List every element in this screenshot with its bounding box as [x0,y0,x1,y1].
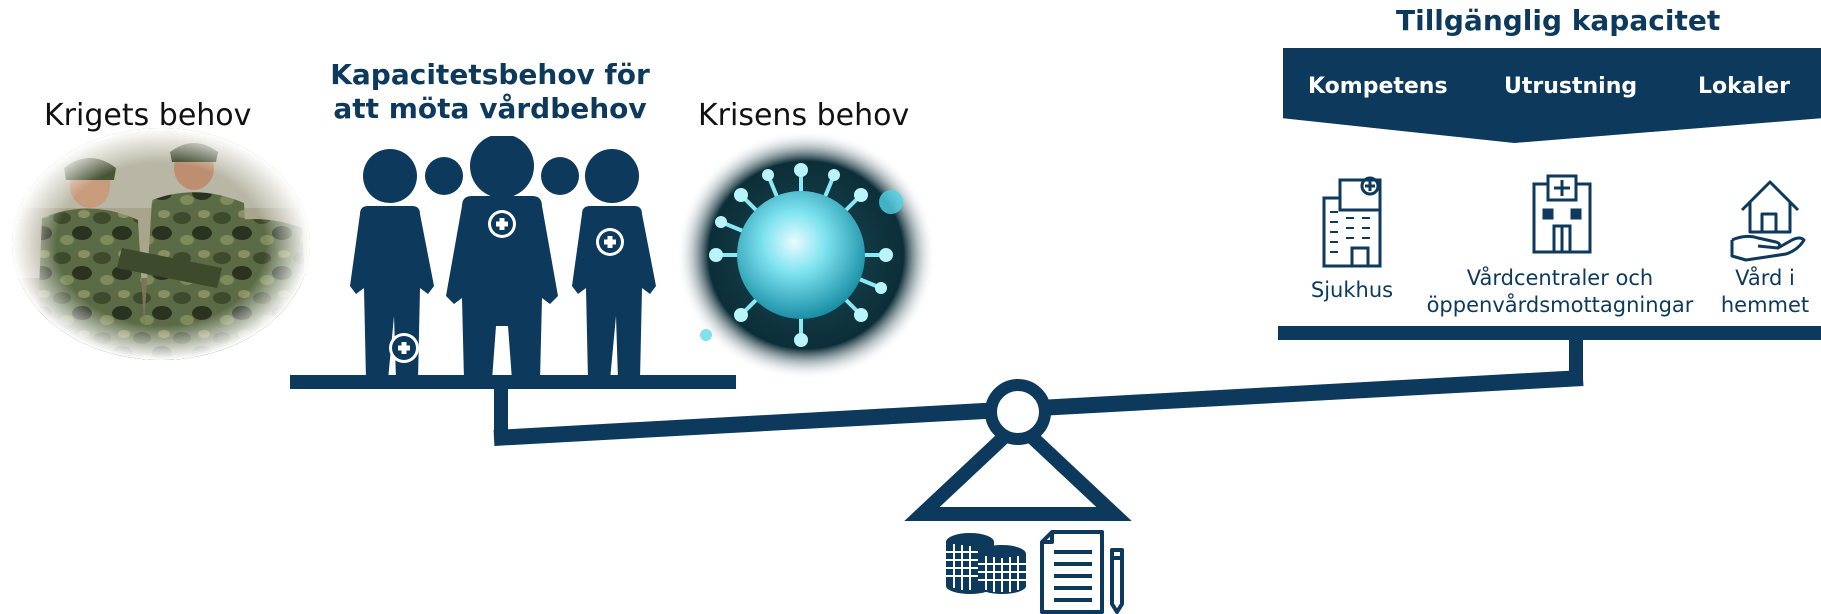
left-scale-post [494,389,508,439]
coins-icon [944,532,1028,594]
banner-item-premises: Lokaler [1698,74,1790,99]
virus-image [676,130,936,380]
scale-fulcrum [904,414,1132,521]
patients-group-icon [332,136,672,380]
banner-item-competence: Kompetens [1308,74,1448,99]
banner-item-equipment: Utrustning [1504,74,1638,99]
hospital-icon [1318,172,1386,268]
capacity-needs-heading: Kapacitetsbehov för att möta vårdbehov [320,58,660,126]
facility-label-hospital: Sjukhus [1310,278,1394,302]
right-scale-platform [1278,326,1821,340]
document-pencil-icon [1036,528,1132,614]
facility-label-home-care: Vård i hemmet [1720,266,1810,317]
capacity-needs-heading-line2: att möta vårdbehov [333,92,647,125]
clinic-icon [1526,172,1598,254]
available-capacity-heading: Tillgänglig kapacitet [1396,4,1721,37]
facility-label-clinics: Vårdcentraler och öppenvårdsmottagningar [1426,266,1694,317]
crisis-needs-label: Krisens behov [698,98,910,133]
scale-pivot [985,379,1051,445]
war-needs-label: Krigets behov [44,98,252,133]
soldiers-photo [12,128,310,360]
capacity-needs-heading-line1: Kapacitetsbehov för [330,58,650,91]
home-care-icon [1728,176,1806,262]
left-scale-platform [290,375,736,389]
